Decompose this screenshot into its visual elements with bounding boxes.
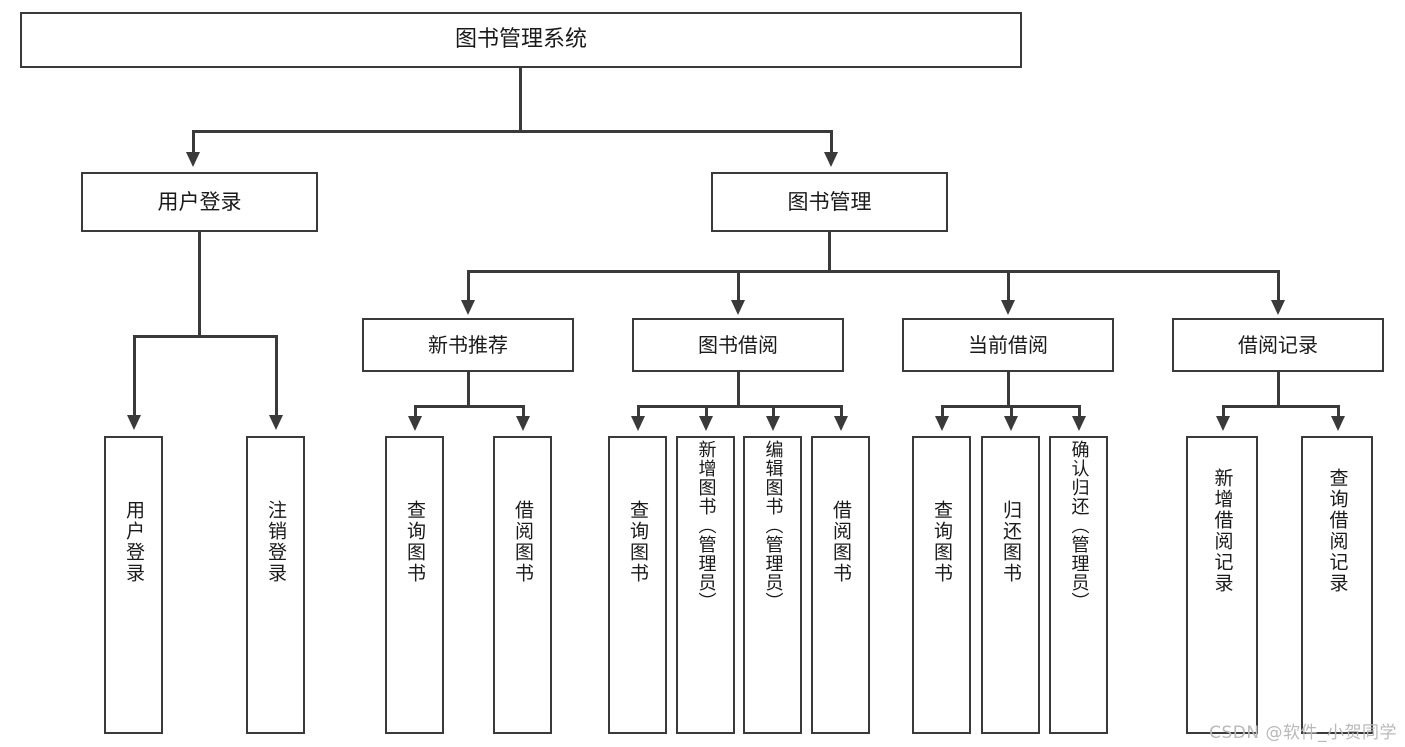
edge-root-to-book-mgmt: [830, 130, 833, 155]
edge-new-books-stem: [467, 372, 470, 405]
edge-current-drop-2: [1010, 405, 1013, 419]
arrow-down-icon: [631, 416, 645, 431]
leaf-logout[interactable]: 注销登录: [246, 436, 305, 734]
edge-user-login-drop-2: [275, 335, 278, 418]
edge-book-mgmt-stem: [828, 232, 831, 270]
node-label: 当前借阅: [968, 332, 1048, 357]
node-label: 用户登录: [157, 189, 242, 214]
edge-borrow-drop-3: [772, 405, 775, 419]
node-borrow-records[interactable]: 借阅记录: [1172, 318, 1384, 372]
edge-root-stem: [519, 68, 522, 130]
edge-borrow-drop-1: [637, 405, 640, 419]
leaf-query-borrow-record[interactable]: 查询借阅记录: [1301, 436, 1373, 734]
edge-root-bus: [192, 130, 832, 133]
node-label: 新增图书（管理员）: [695, 440, 717, 611]
leaf-query-books-new[interactable]: 查询图书: [385, 436, 444, 734]
edge-to-records: [1277, 270, 1280, 303]
arrow-down-icon: [186, 152, 200, 167]
node-book-borrow[interactable]: 图书借阅: [632, 318, 844, 372]
node-label: 编辑图书（管理员）: [762, 440, 784, 611]
arrow-down-icon: [1004, 416, 1018, 431]
edge-user-login-bus: [133, 335, 278, 338]
node-label: 新书推荐: [428, 332, 508, 357]
node-label: 借阅图书: [830, 500, 852, 584]
arrow-down-icon: [1216, 416, 1230, 431]
node-book-management[interactable]: 图书管理: [711, 172, 948, 232]
arrow-down-icon: [408, 416, 422, 431]
node-label: 借阅记录: [1238, 332, 1318, 357]
node-label: 注销登录: [265, 500, 287, 584]
edge-book-mgmt-bus: [467, 270, 1279, 273]
node-current-borrow[interactable]: 当前借阅: [902, 318, 1114, 372]
arrow-down-icon: [1001, 300, 1015, 315]
edge-records-drop-2: [1337, 405, 1340, 419]
edge-records-stem: [1277, 372, 1280, 405]
leaf-query-books-current[interactable]: 查询图书: [912, 436, 971, 734]
arrow-down-icon: [1331, 416, 1345, 431]
edge-current-drop-3: [1078, 405, 1081, 419]
leaf-return-book[interactable]: 归还图书: [981, 436, 1040, 734]
arrow-down-icon: [516, 416, 530, 431]
leaf-add-book-admin[interactable]: 新增图书（管理员）: [676, 436, 735, 734]
edge-current-drop-1: [941, 405, 944, 419]
arrow-down-icon: [766, 416, 780, 431]
edge-records-bus: [1222, 405, 1339, 408]
edge-to-borrow: [737, 270, 740, 303]
leaf-add-borrow-record[interactable]: 新增借阅记录: [1186, 436, 1258, 734]
arrow-down-icon: [1271, 300, 1285, 315]
node-label: 查询图书: [627, 500, 649, 584]
leaf-user-login[interactable]: 用户登录: [104, 436, 163, 734]
node-label: 借阅图书: [512, 500, 534, 584]
leaf-borrow-books-new[interactable]: 借阅图书: [493, 436, 552, 734]
node-new-book-recommend[interactable]: 新书推荐: [362, 318, 574, 372]
arrow-down-icon: [461, 300, 475, 315]
edge-borrow-bus: [637, 405, 842, 408]
node-label: 查询图书: [931, 500, 953, 584]
leaf-edit-book-admin[interactable]: 编辑图书（管理员）: [743, 436, 802, 734]
node-label: 新增借阅记录: [1211, 468, 1234, 594]
edge-new-books-drop-1: [414, 405, 417, 419]
edge-borrow-stem: [737, 372, 740, 405]
edge-user-login-stem: [198, 232, 201, 335]
edge-to-new-books: [467, 270, 470, 303]
node-label: 查询借阅记录: [1326, 468, 1349, 594]
node-label: 归还图书: [1000, 500, 1022, 584]
arrow-down-icon: [269, 415, 283, 430]
edge-root-to-user-login: [192, 130, 195, 155]
edge-user-login-drop-1: [133, 335, 136, 418]
node-label: 用户登录: [123, 500, 145, 584]
edge-records-drop-1: [1222, 405, 1225, 419]
arrow-down-icon: [834, 416, 848, 431]
node-root-system[interactable]: 图书管理系统: [20, 12, 1022, 68]
edge-to-current-borrow: [1007, 270, 1010, 303]
arrow-down-icon: [1072, 416, 1086, 431]
leaf-confirm-return-admin[interactable]: 确认归还（管理员）: [1049, 436, 1108, 734]
edge-current-stem: [1007, 372, 1010, 405]
edge-borrow-drop-2: [705, 405, 708, 419]
edge-new-books-drop-2: [522, 405, 525, 419]
leaf-borrow-book[interactable]: 借阅图书: [811, 436, 870, 734]
node-label: 查询图书: [404, 500, 426, 584]
node-label: 图书管理: [787, 189, 872, 214]
node-label: 图书借阅: [698, 332, 778, 357]
node-label: 图书管理系统: [454, 27, 587, 53]
edge-borrow-drop-4: [840, 405, 843, 419]
arrow-down-icon: [824, 152, 838, 167]
node-user-login[interactable]: 用户登录: [81, 172, 318, 232]
arrow-down-icon: [699, 416, 713, 431]
edge-new-books-bus: [414, 405, 525, 408]
arrow-down-icon: [935, 416, 949, 431]
leaf-query-books-borrow[interactable]: 查询图书: [608, 436, 667, 734]
node-label: 确认归还（管理员）: [1068, 440, 1090, 611]
arrow-down-icon: [127, 415, 141, 430]
arrow-down-icon: [731, 300, 745, 315]
